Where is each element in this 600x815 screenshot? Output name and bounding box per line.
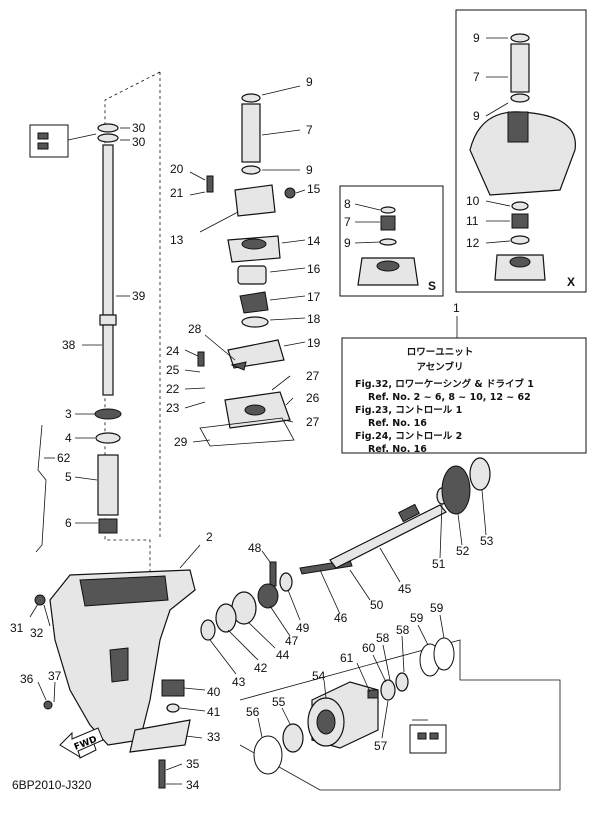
callout-32: 32 (30, 626, 44, 640)
note-line: Ref. No. 16 (368, 444, 427, 455)
callout-9: 9 (344, 236, 351, 250)
inset-s-parts (357, 206, 419, 286)
shaft-housing-parts (253, 637, 455, 775)
callout-28: 28 (188, 322, 202, 336)
callout-60: 60 (362, 641, 376, 655)
callout-57: 57 (374, 739, 388, 753)
callout-56: 56 (246, 705, 260, 719)
note-line: Fig.23, コントロール 1 (355, 405, 462, 416)
callout-24: 24 (166, 344, 180, 358)
callout-9: 9 (473, 109, 480, 123)
water-pump-parts (197, 93, 296, 447)
callout-34: 34 (186, 778, 200, 792)
callout-52: 52 (456, 544, 470, 558)
callout-62: 62 (57, 451, 71, 465)
note-line: Fig.24, コントロール 2 (355, 431, 462, 442)
callout-37: 37 (48, 669, 62, 683)
callout-27: 27 (306, 415, 320, 429)
callout-5: 5 (65, 470, 72, 484)
inset-x-parts (469, 33, 576, 281)
callout-49: 49 (296, 621, 310, 635)
callout-25: 25 (166, 363, 180, 377)
callout-45: 45 (398, 582, 412, 596)
callout-15: 15 (307, 182, 321, 196)
drive-shaft-parts (29, 123, 122, 553)
callout-42: 42 (254, 661, 268, 675)
inset-s-label: S (428, 279, 436, 293)
callout-36: 36 (20, 672, 34, 686)
callout-30: 30 (132, 135, 146, 149)
callout-59: 59 (410, 611, 424, 625)
callout-58: 58 (396, 623, 410, 637)
callout-40: 40 (207, 685, 221, 699)
callout-7: 7 (306, 123, 313, 137)
callout-33: 33 (207, 730, 221, 744)
callout-9: 9 (306, 75, 313, 89)
diagram-id: 6BP2010-J320 (12, 778, 92, 792)
note-title: ロワーユニット (407, 347, 474, 358)
callout-12: 12 (466, 236, 480, 250)
callout-9: 9 (306, 163, 313, 177)
callout-21: 21 (170, 186, 184, 200)
callout-11: 11 (466, 214, 479, 228)
callout-38: 38 (62, 338, 76, 352)
callout-8: 8 (344, 197, 351, 211)
callout-26: 26 (306, 391, 320, 405)
callout-22: 22 (166, 382, 180, 396)
callout-9: 9 (473, 31, 480, 45)
callout-31: 31 (10, 621, 24, 635)
callout-4: 4 (65, 431, 72, 445)
callout-47: 47 (285, 634, 299, 648)
callout-14: 14 (307, 234, 321, 248)
callout-53: 53 (480, 534, 494, 548)
callout-18: 18 (307, 312, 321, 326)
callout-27: 27 (306, 369, 320, 383)
callout-50: 50 (370, 598, 384, 612)
callout-1: 1 (453, 301, 460, 315)
note-subtitle: アセンブリ (416, 361, 463, 373)
callout-23: 23 (166, 401, 180, 415)
callout-48: 48 (248, 541, 262, 555)
callout-19: 19 (307, 336, 321, 350)
note-box (341, 337, 587, 454)
note-line: Ref. No. 16 (368, 418, 427, 429)
callout-55: 55 (272, 695, 286, 709)
callout-59: 59 (430, 601, 444, 615)
callout-39: 39 (132, 289, 146, 303)
callout-20: 20 (170, 162, 184, 176)
callout-7: 7 (344, 215, 351, 229)
callout-41: 41 (207, 705, 221, 719)
callout-30: 30 (132, 121, 146, 135)
callout-2: 2 (206, 530, 213, 544)
callout-43: 43 (232, 675, 246, 689)
callout-51: 51 (432, 557, 446, 571)
callout-16: 16 (307, 262, 321, 276)
note-line: Ref. No. 2 ~ 6, 8 ~ 10, 12 ~ 62 (368, 392, 531, 403)
callout-10: 10 (466, 194, 480, 208)
gear-train-parts (200, 457, 491, 641)
callout-35: 35 (186, 757, 200, 771)
callout-54: 54 (312, 669, 326, 683)
callout-29: 29 (174, 435, 188, 449)
callout-58: 58 (376, 631, 390, 645)
callout-6: 6 (65, 516, 72, 530)
lower-casing (34, 569, 196, 789)
callout-7: 7 (473, 70, 480, 84)
callout-61: 61 (340, 651, 354, 665)
callout-46: 46 (334, 611, 348, 625)
callout-3: 3 (65, 407, 72, 421)
callout-13: 13 (170, 233, 184, 247)
callout-44: 44 (276, 648, 290, 662)
callout-17: 17 (307, 290, 321, 304)
note-line: Fig.32, ロワーケーシング & ドライブ 1 (355, 378, 534, 390)
inset-x-label: X (567, 275, 575, 289)
